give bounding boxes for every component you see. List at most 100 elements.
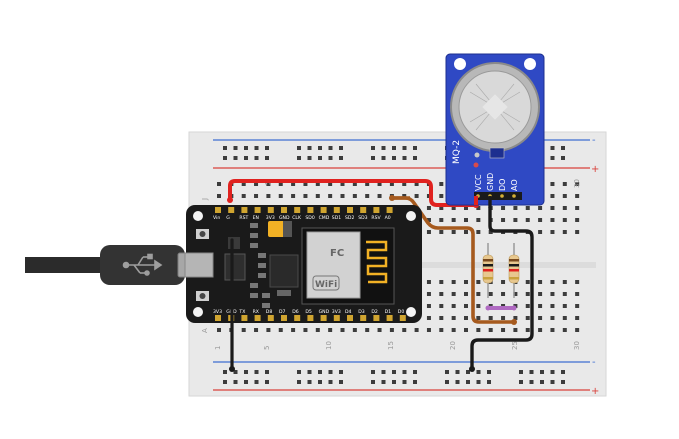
- breadboard-hole: [307, 156, 312, 160]
- mq2-sensor: MQ-2 VCC GND DO AO: [445, 53, 545, 206]
- pin-label: D6: [292, 309, 299, 315]
- breadboard-hole: [550, 280, 555, 284]
- breadboard-hole: [550, 304, 555, 308]
- smd-part: [250, 293, 258, 298]
- breadboard-hole: [501, 218, 506, 222]
- pin-label: D2: [371, 309, 378, 315]
- header-pin: [307, 315, 314, 321]
- smd-components: [250, 223, 270, 308]
- breadboard-hole: [488, 292, 493, 296]
- breadboard-hole: [297, 380, 301, 384]
- header-pin: [360, 315, 367, 321]
- breadboard-hole: [575, 194, 580, 198]
- pin-label: D0: [398, 309, 405, 315]
- breadboard-hole: [550, 370, 555, 374]
- breadboard-hole: [339, 146, 343, 150]
- breadboard-hole: [501, 328, 506, 332]
- breadboard-hole: [413, 146, 417, 150]
- flash-button[interactable]: [196, 291, 209, 301]
- breadboard-hole: [513, 316, 518, 320]
- breadboard-hole: [254, 328, 259, 332]
- voltage-regulator: [269, 254, 299, 288]
- red-wire: [228, 179, 478, 207]
- pin-label-gnd: GND: [486, 173, 495, 191]
- breadboard-hole: [265, 370, 269, 374]
- breadboard-hole: [254, 194, 259, 198]
- breadboard-hole: [575, 182, 580, 186]
- breadboard-hole: [377, 194, 382, 198]
- breadboard-hole: [529, 370, 534, 374]
- breadboard-hole: [525, 280, 530, 284]
- breadboard-hole: [339, 370, 343, 374]
- breadboard-hole: [297, 370, 301, 374]
- breadboard-hole: [244, 380, 248, 384]
- header-pins-top: [215, 207, 393, 213]
- breadboard-hole: [371, 370, 375, 374]
- smd-part: [258, 253, 266, 258]
- resistor-2: [508, 243, 520, 298]
- breadboard-hole: [455, 370, 460, 374]
- breadboard-hole: [233, 146, 238, 150]
- breadboard-hole: [389, 328, 394, 332]
- breadboard-hole: [241, 194, 246, 198]
- reset-button[interactable]: [196, 229, 209, 239]
- breadboard-hole: [371, 156, 375, 160]
- sensor-name: MQ-2: [452, 140, 462, 164]
- usb-icon: [122, 253, 163, 276]
- breadboard-hole: [476, 380, 481, 384]
- breadboard-hole: [488, 230, 493, 234]
- header-pin: [267, 207, 274, 213]
- breadboard-hole: [464, 206, 468, 210]
- breadboard-hole: [562, 206, 567, 210]
- breadboard-hole: [451, 206, 456, 210]
- header-pin: [254, 315, 261, 321]
- breadboard-hole: [550, 316, 555, 320]
- pin-label: GND: [319, 309, 330, 315]
- breadboard-hole: [562, 218, 567, 222]
- breadboard-hole: [352, 194, 357, 198]
- breadboard-hole: [439, 280, 444, 284]
- pin-label: D7: [279, 309, 286, 315]
- black-wire-gnd: [470, 206, 534, 371]
- breadboard-hole: [392, 156, 396, 160]
- breadboard-hole: [328, 194, 333, 198]
- breadboard-hole: [266, 328, 271, 332]
- breadboard-hole: [244, 146, 248, 150]
- breadboard-hole: [402, 182, 407, 186]
- breadboard-hole: [439, 182, 444, 186]
- breadboard-hole: [402, 370, 407, 374]
- breadboard-hole: [451, 316, 456, 320]
- breadboard-hole: [244, 156, 248, 160]
- header-pin: [241, 207, 248, 213]
- smd-part: [250, 233, 258, 238]
- pin-label-vcc: VCC: [474, 174, 483, 191]
- breadboard-hole: [575, 316, 580, 320]
- breadboard-hole: [315, 182, 320, 186]
- header-pin: [215, 315, 221, 321]
- breadboard-hole: [562, 280, 567, 284]
- rail-minus-top: -: [592, 135, 596, 146]
- header-pin: [307, 207, 314, 213]
- breadboard-hole: [476, 316, 481, 320]
- breadboard-hole: [550, 182, 555, 186]
- esp-wifi-mark: WiFi: [315, 280, 337, 290]
- breadboard-hole: [377, 182, 382, 186]
- breadboard-hole: [291, 328, 296, 332]
- breadboard-hole: [575, 280, 580, 284]
- row-number-bottom-30: 30: [573, 341, 581, 350]
- breadboard-hole: [340, 194, 345, 198]
- breadboard-hole: [371, 380, 375, 384]
- breadboard-hole: [328, 156, 333, 160]
- breadboard-hole: [476, 370, 481, 374]
- breadboard-hole: [217, 182, 221, 186]
- breadboard-hole: [254, 370, 259, 374]
- breadboard-hole: [464, 304, 468, 308]
- smd-part: [262, 293, 270, 298]
- breadboard-hole: [365, 182, 370, 186]
- breadboard-hole: [540, 370, 544, 374]
- breadboard-hole: [439, 194, 444, 198]
- breadboard-hole: [389, 182, 394, 186]
- breadboard-hole: [550, 292, 555, 296]
- header-pin: [228, 207, 235, 213]
- antenna-trace: [366, 240, 388, 284]
